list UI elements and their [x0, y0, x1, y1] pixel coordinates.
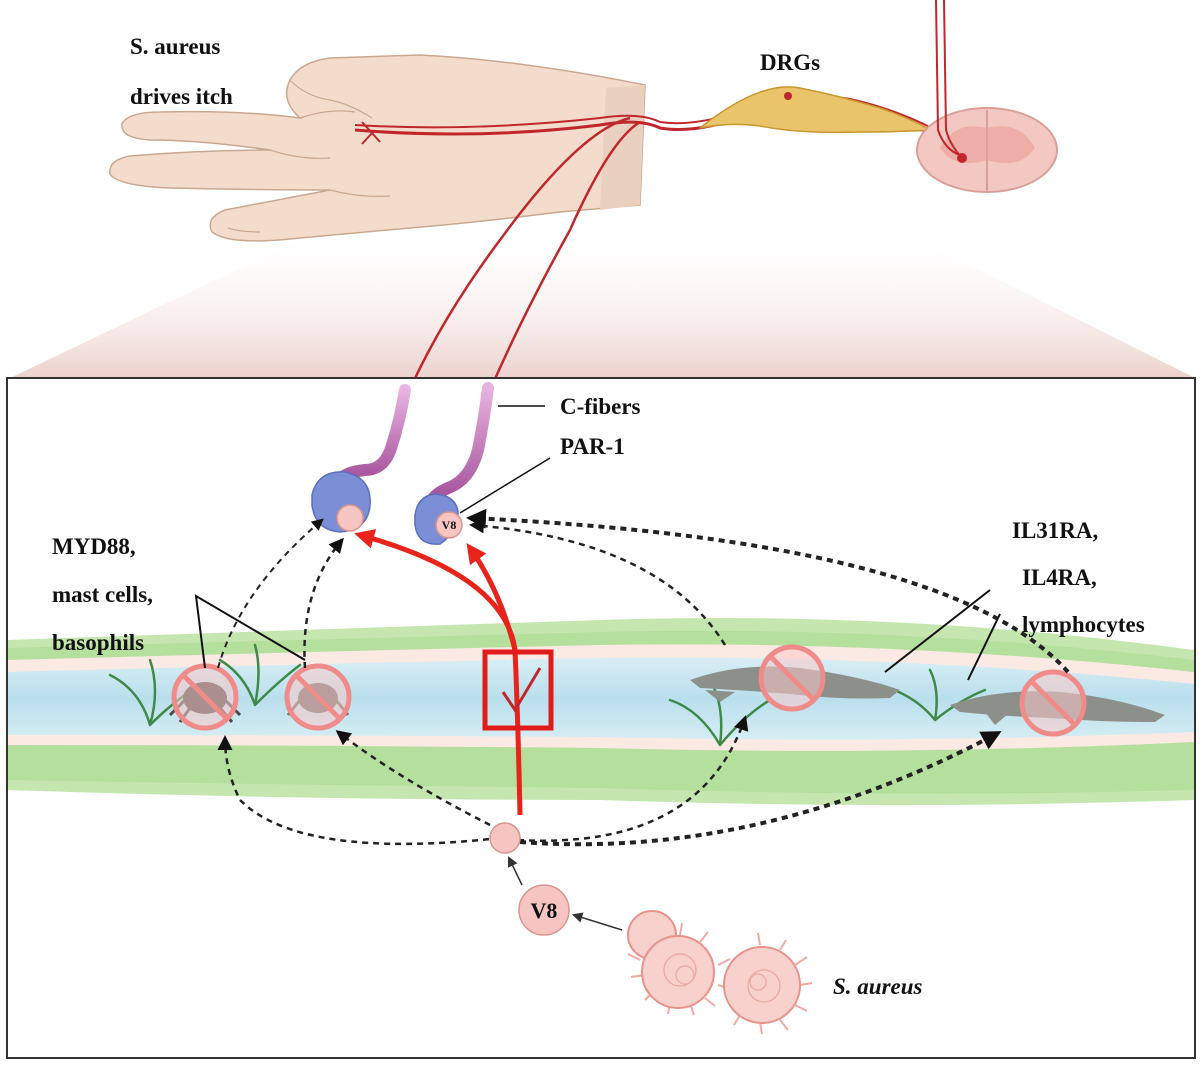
- neuron-terminal-left: [311, 471, 371, 533]
- s-aureus-itch-label-line2: drives itch: [130, 84, 233, 109]
- il31-pointer-1: [884, 589, 991, 673]
- il31-label-line3: lymphocytes: [1022, 612, 1145, 637]
- forbidden-icon: [284, 663, 352, 731]
- bacteria-to-v8-arrow: [571, 912, 623, 931]
- zoom-projection: [10, 225, 1195, 378]
- descending-fiber-left: [403, 116, 631, 401]
- il31-label-line1: IL31RA,: [1012, 518, 1098, 543]
- il31-pointer-2: [967, 613, 1001, 681]
- v8-protease: V8: [518, 884, 570, 936]
- ascending-fiber-1: [935, 0, 961, 156]
- c-fibers-label: C-fibers: [560, 394, 641, 419]
- neuron-terminal-right: V8: [414, 493, 463, 545]
- myd88-label-line1: MYD88,: [52, 534, 136, 559]
- v8-cleavage-point: [489, 822, 521, 854]
- par1-pointer: [459, 457, 551, 514]
- s-aureus-bacteria-label: S. aureus: [833, 974, 923, 999]
- v8-on-receptor-label: V8: [442, 518, 457, 532]
- v8-to-cleavage-arrow: [507, 856, 523, 886]
- dashed-arrow-to-alligator-right: [519, 731, 1002, 847]
- hand-illustration: [109, 54, 646, 242]
- myd88-pointer: [194, 594, 306, 669]
- forbidden-icon: [1019, 669, 1087, 737]
- red-arrow-right: [466, 543, 518, 651]
- dashed-arrow-mast-cell-to-neuron: [217, 518, 324, 669]
- dashed-arrow-to-basophil: [335, 730, 501, 832]
- drg-ganglion: [699, 86, 933, 134]
- descending-fiber-right: [486, 120, 641, 396]
- spinal-synapse: [957, 153, 967, 163]
- par1-label: PAR-1: [560, 434, 625, 459]
- s-aureus-bacteria-icon: [627, 910, 813, 1035]
- myd88-label-line2: mast cells,: [52, 582, 153, 607]
- myd88-label-line3: basophils: [52, 630, 144, 655]
- dashed-arrow-basophil-to-neuron: [303, 537, 344, 669]
- drgs-label: DRGs: [760, 50, 820, 75]
- s-aureus-itch-label-line1: S. aureus: [130, 34, 220, 59]
- forbidden-icon: [171, 663, 239, 731]
- check-icon: [482, 649, 554, 731]
- v8-protease-label: V8: [531, 898, 558, 923]
- dashed-arrow-to-alligator-left: [517, 715, 749, 842]
- il31-label-line2: IL4RA,: [1022, 565, 1097, 590]
- dashed-arrow-lymphocyte-to-neuron: [466, 508, 1070, 674]
- forbidden-icon: [758, 644, 826, 712]
- dashed-arrow-alligator-to-neuron: [469, 518, 727, 646]
